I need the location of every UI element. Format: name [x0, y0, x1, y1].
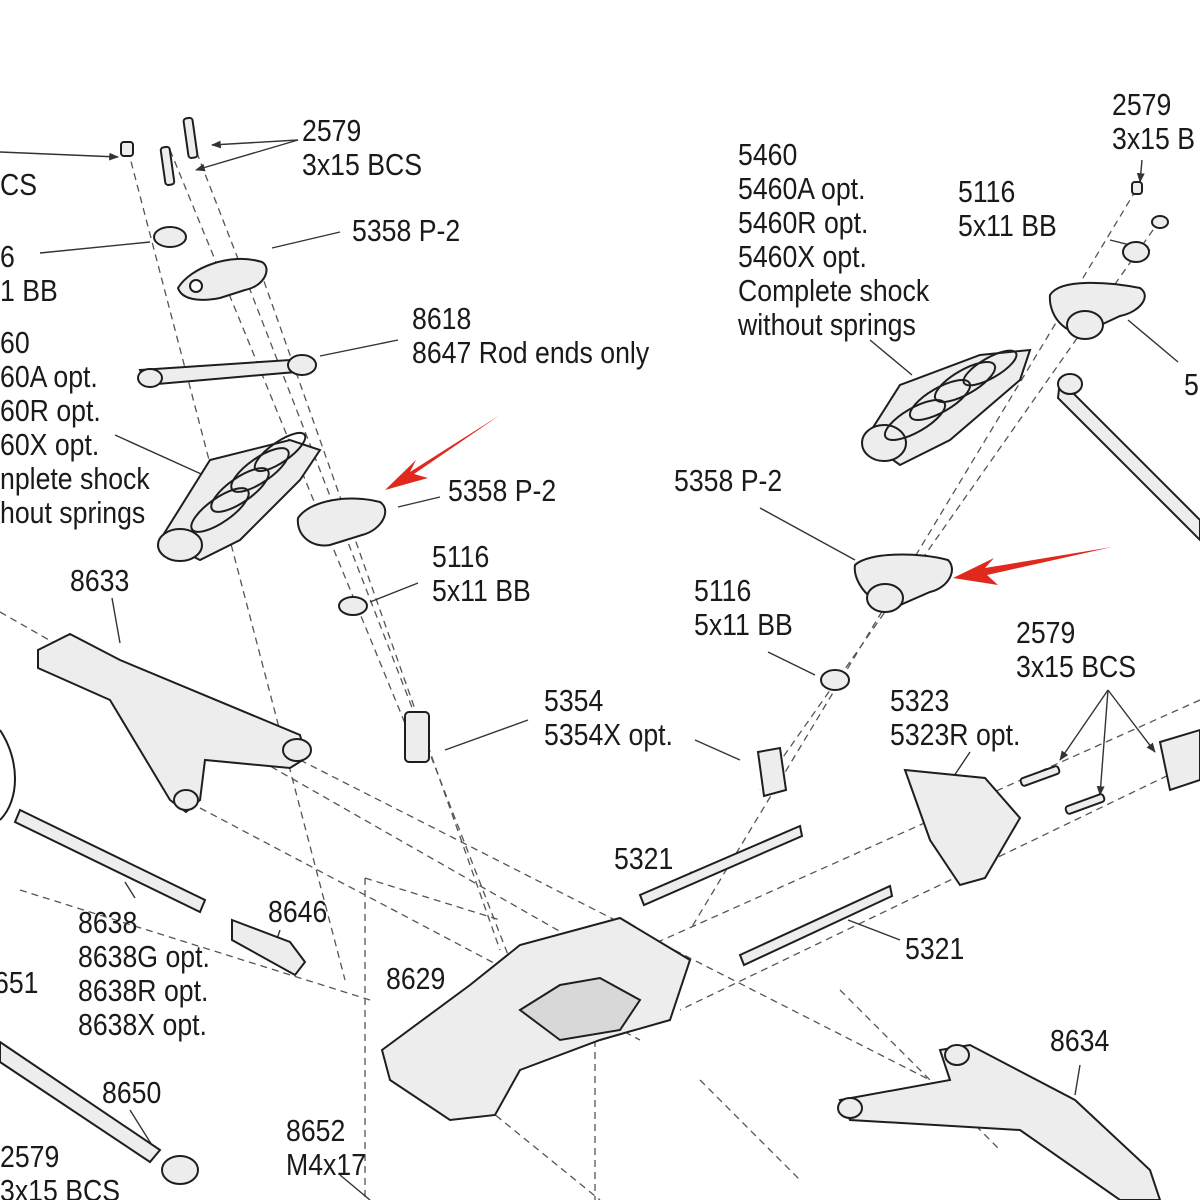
callout-part-8646: 8646: [268, 894, 328, 929]
callout-driveshaft-8650: 8650: [102, 1075, 162, 1110]
left-shock-assembly: [120, 116, 430, 763]
callout-pin-5321-b: 5321: [905, 931, 965, 966]
callout-cut-right-5: 5: [1184, 367, 1199, 402]
callout-chassis-8629: 8629: [386, 961, 446, 996]
callout-pin-5321-a: 5321: [614, 841, 674, 876]
arms-and-chassis: [0, 632, 1162, 1200]
callout-arm-8634: 8634: [1050, 1023, 1110, 1058]
highlight-arrows: [385, 415, 1112, 585]
callout-lower-mount-left: 5358 P-2: [448, 473, 557, 508]
callout-mount-right: 5358 P-2: [674, 463, 783, 498]
right-shock-assembly: [756, 181, 1200, 815]
callout-upper-mount-left: 5358 P-2: [352, 213, 461, 248]
callout-cut-651: 651: [0, 965, 39, 1000]
callout-cut-left-bcs: CS: [0, 167, 38, 202]
callout-arm-8633: 8633: [70, 563, 130, 598]
